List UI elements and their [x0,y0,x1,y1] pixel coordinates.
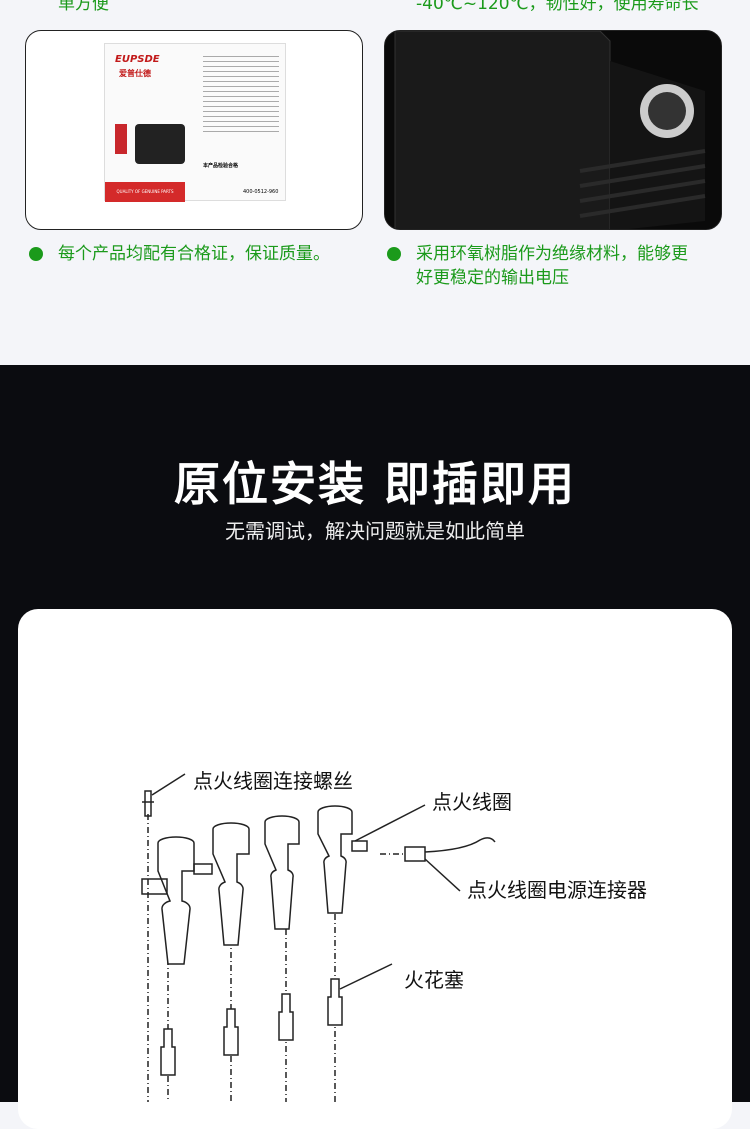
bullet-text-certificate: 每个产品均配有合格证，保证质量。 [58,244,330,264]
feature-text-tail-right: -40℃~120℃，韧性好，使用寿命长 [416,0,699,14]
bullet-text-epoxy-2: 好更稳定的输出电压 [416,268,569,288]
label-ignition-coil: 点火线圈 [432,790,512,814]
bullet-icon [29,247,43,261]
bullet-text-epoxy-1: 采用环氧树脂作为绝缘材料，能够更 [416,244,688,264]
epoxy-coil-image [384,30,722,230]
label-power-connector: 点火线圈电源连接器 [467,878,647,902]
install-title: 原位安装 即插即用 [173,457,576,511]
bullet-icon [387,247,401,261]
label-coil-screw: 点火线圈连接螺丝 [193,769,353,793]
label-spark-plug: 火花塞 [404,968,464,992]
brand-cn: 爱普仕德 [119,69,151,78]
cert-phone: 400-0512-960 [243,189,279,195]
feature-text-tail-left: 单方便 [58,0,109,14]
certificate-image: EUPSDE 爱普仕德 QUALITY OF GENUINE PARTS 本产品… [25,30,363,230]
diagram-card [18,609,732,1129]
cert-pass: 本产品检验合格 [203,163,239,169]
coil-closeup-illustration [385,31,721,229]
install-subtitle: 无需调试，解决问题就是如此简单 [225,519,525,543]
cert-banner: QUALITY OF GENUINE PARTS [105,182,185,202]
ignition-coil-diagram [141,773,496,1102]
brand-logo: EUPSDE [115,54,160,65]
